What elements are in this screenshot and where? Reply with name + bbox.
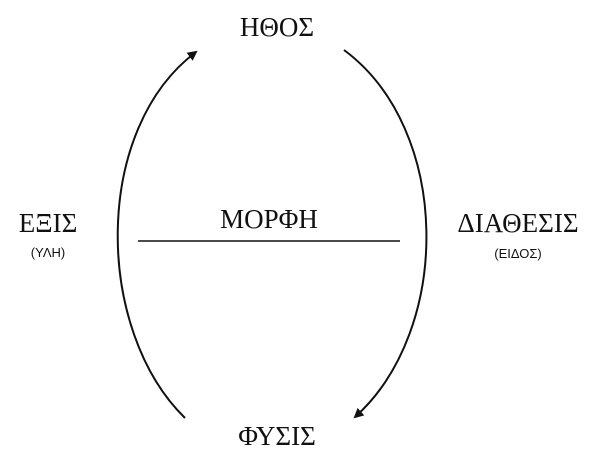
node-right-sublabel: (ΕΙΔΟΣ): [494, 246, 542, 261]
node-left-sublabel: (ΥΛΗ): [31, 245, 65, 260]
node-top-label: ΗΘΟΣ: [240, 12, 314, 42]
node-bottom-label: ΦΥΣΙΣ: [238, 421, 316, 451]
node-left-label: ΕΞΙΣ: [19, 208, 78, 238]
right-arc-arrow: [343, 49, 428, 419]
node-right-label: ΔΙΑΘΕΣΙΣ: [457, 208, 578, 238]
center-label: ΜΟΡΦΗ: [220, 204, 318, 234]
left-arc-arrow: [116, 50, 198, 419]
